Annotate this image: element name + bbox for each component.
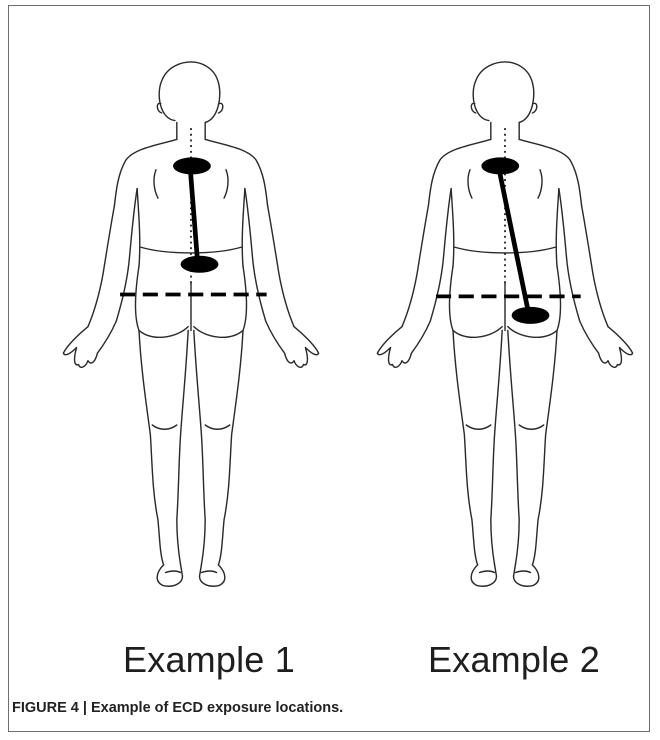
figure-frame: Example 1 Example 2	[8, 5, 650, 732]
figure-caption: FIGURE 4 | Example of ECD exposure locat…	[12, 700, 343, 716]
example-1-label: Example 1	[59, 639, 359, 681]
body-diagram-example-2	[349, 31, 660, 611]
exposure-electrode-lower-2	[512, 307, 550, 324]
body-diagram-example-1	[35, 31, 347, 611]
exposure-electrode-upper-1	[173, 157, 211, 174]
exposure-electrode-upper-2	[481, 157, 519, 174]
example-2-label: Example 2	[364, 639, 660, 681]
exposure-connector-2	[498, 166, 528, 313]
exposure-electrode-lower-1	[181, 256, 219, 273]
